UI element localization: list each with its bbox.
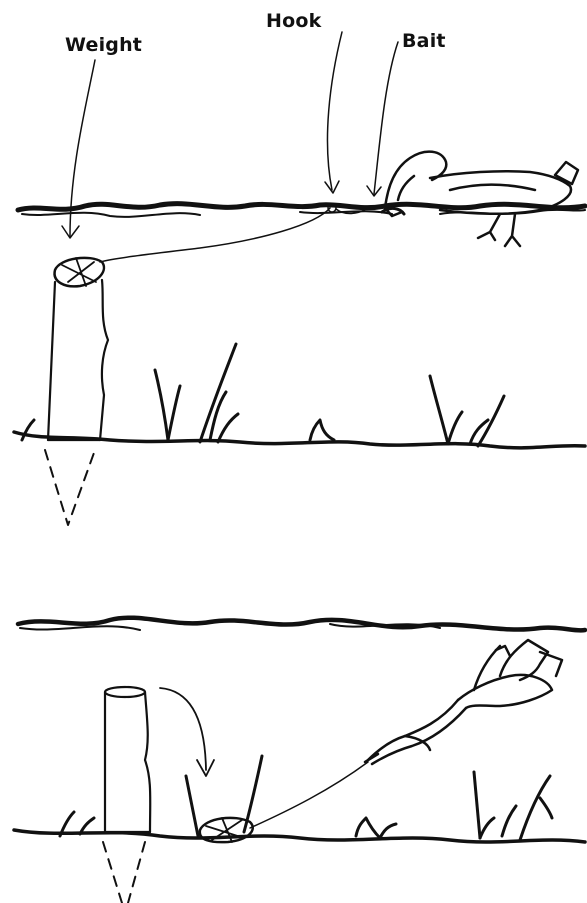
stake-buried-bottom xyxy=(103,842,145,903)
hook-leader xyxy=(327,32,342,190)
weight-label: Weight xyxy=(65,34,142,56)
grass-bottom xyxy=(60,756,552,840)
water-surface-bottom xyxy=(18,618,585,631)
grass-top xyxy=(22,344,504,446)
bait-label: Bait xyxy=(402,30,446,52)
drop-arrow xyxy=(160,688,206,770)
weight-rock-top xyxy=(55,258,104,287)
stake-bottom xyxy=(105,687,150,832)
fishing-line-bottom xyxy=(250,762,368,828)
stake-buried-top xyxy=(45,450,95,525)
duck-diving xyxy=(365,640,562,764)
hook-label: Hook xyxy=(266,10,321,32)
bait-leader xyxy=(374,42,398,194)
water-surface-top xyxy=(18,204,585,210)
ground-bottom xyxy=(14,830,585,842)
stake-top xyxy=(48,280,108,440)
duck-feeding xyxy=(385,152,578,246)
